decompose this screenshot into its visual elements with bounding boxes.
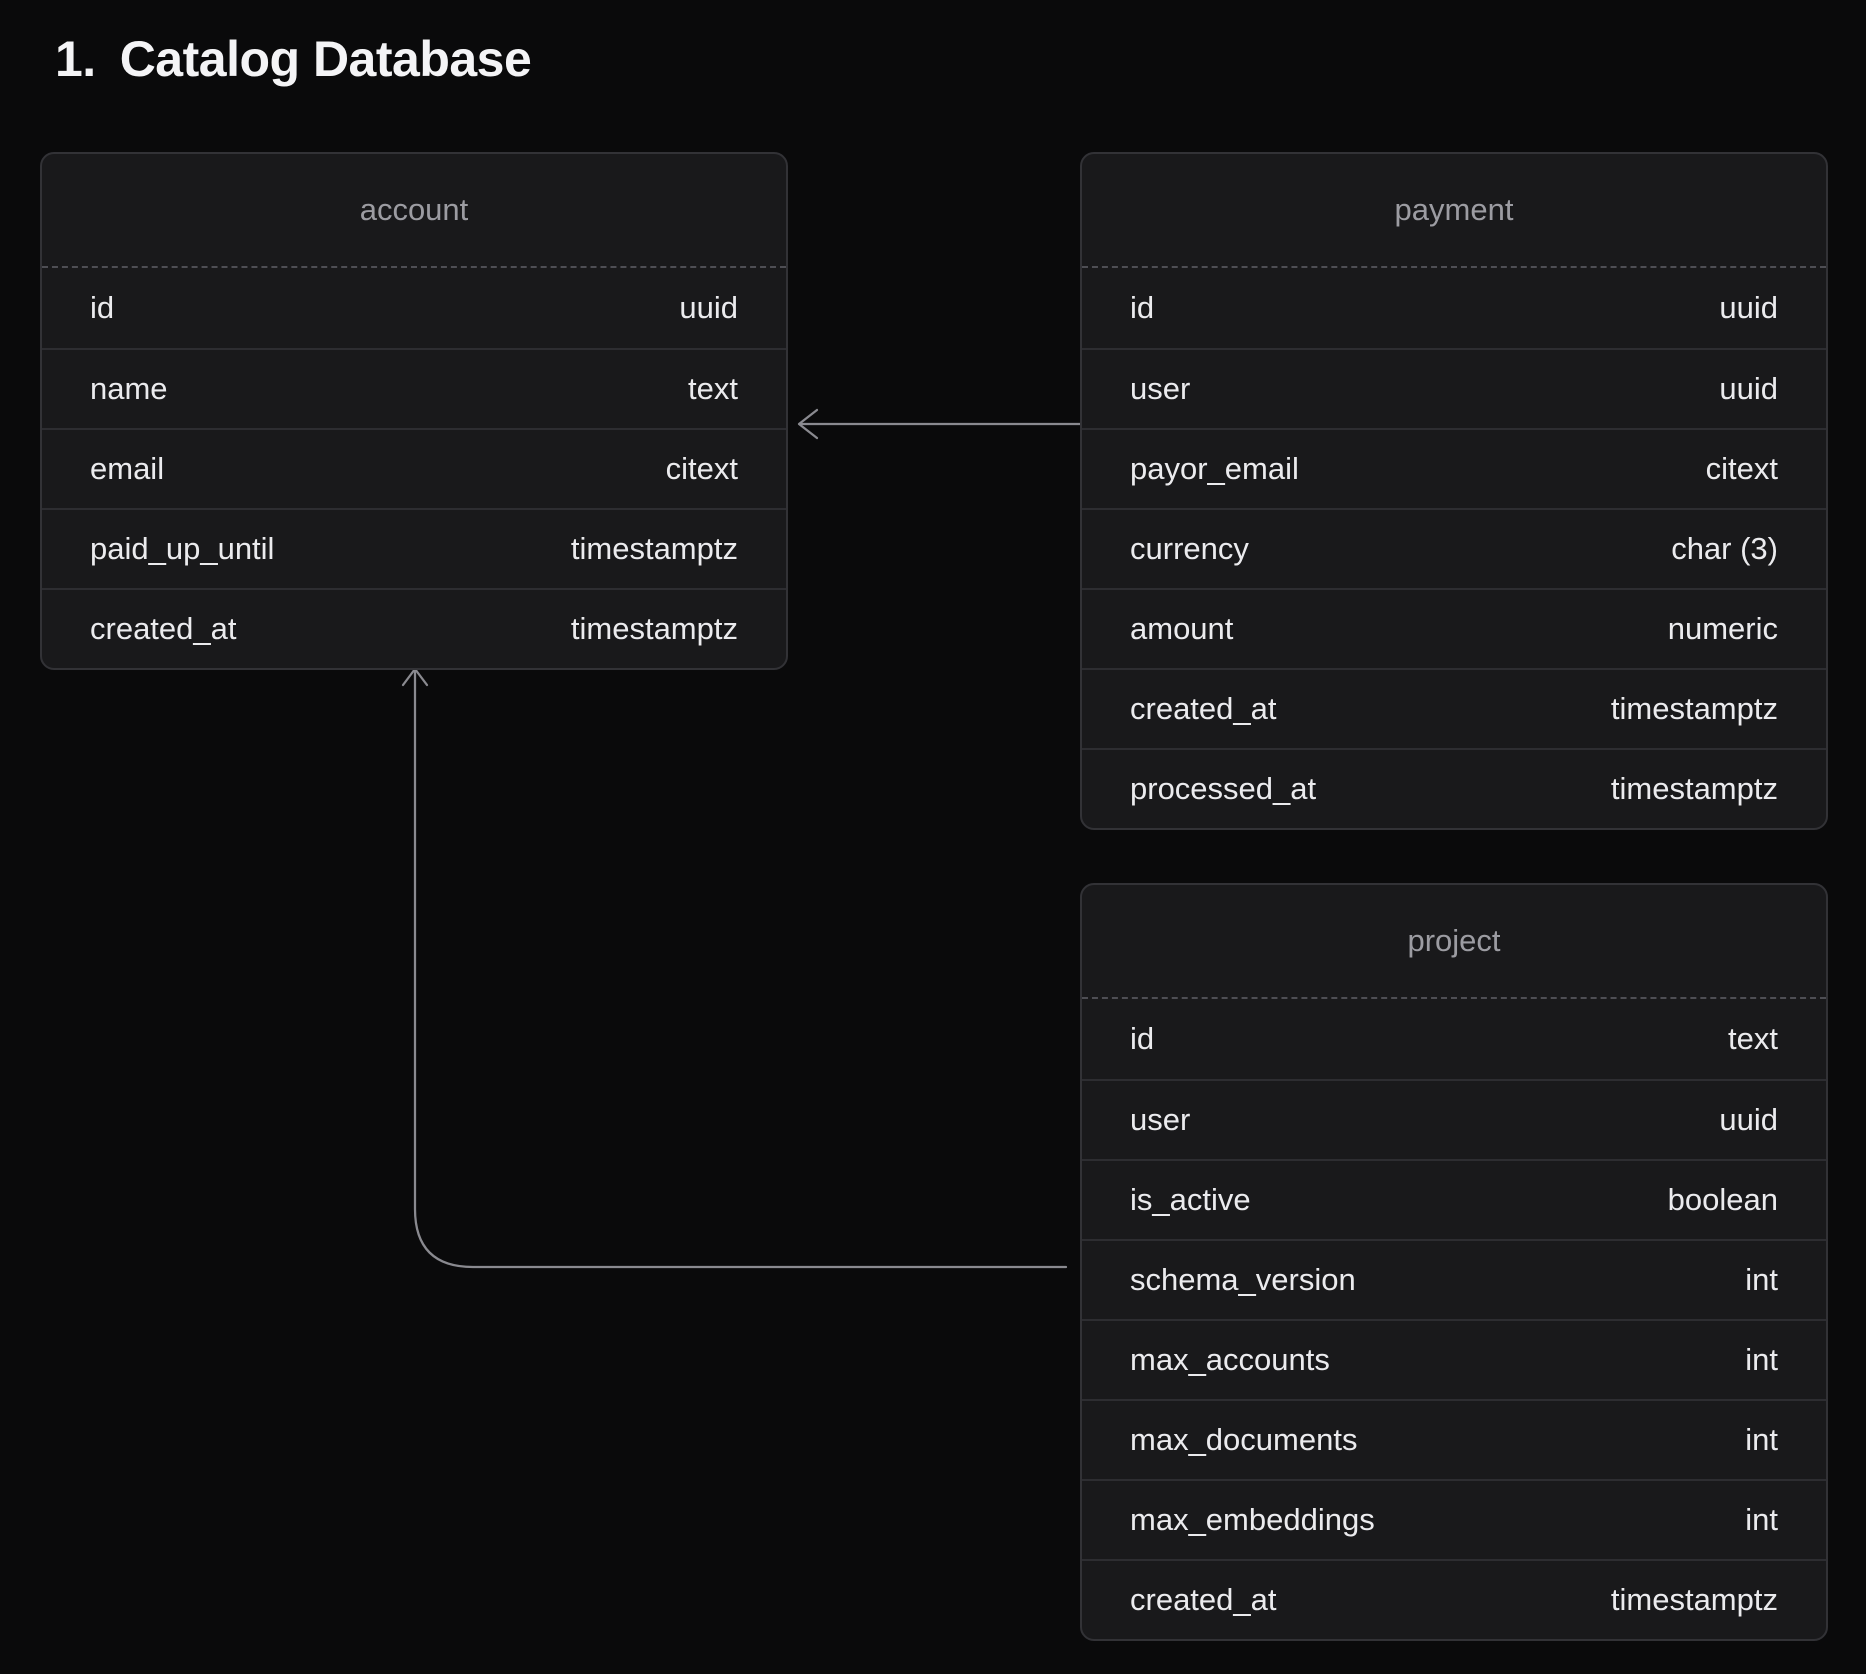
- column-name: id: [1130, 1021, 1155, 1056]
- column-type: timestamptz: [570, 531, 738, 566]
- column-name: created_at: [1130, 691, 1277, 726]
- connector-project-account: [401, 667, 1068, 1269]
- table-account[interactable]: account id uuid name text email citext paid_up_…: [40, 152, 788, 670]
- table-row: max_accounts int: [1082, 1319, 1826, 1399]
- column-type: uuid: [1719, 1102, 1778, 1137]
- column-name: paid_up_until: [90, 531, 275, 566]
- column-type: uuid: [679, 290, 738, 325]
- column-type: text: [1728, 1021, 1778, 1056]
- column-name: payor_email: [1130, 451, 1299, 486]
- table-row: id text: [1082, 999, 1826, 1079]
- table-project[interactable]: project id text user uuid is_active boolean sch…: [1080, 883, 1828, 1641]
- column-name: user: [1130, 1102, 1191, 1137]
- page-title: 1. Catalog Database: [55, 30, 532, 88]
- table-row: max_documents int: [1082, 1399, 1826, 1479]
- column-type: int: [1745, 1262, 1778, 1297]
- table-row: user uuid: [1082, 348, 1826, 428]
- table-row: currency char (3): [1082, 508, 1826, 588]
- table-row: payor_email citext: [1082, 428, 1826, 508]
- column-name: amount: [1130, 611, 1234, 646]
- column-name: created_at: [1130, 1582, 1277, 1617]
- column-name: created_at: [90, 611, 237, 646]
- column-name: max_documents: [1130, 1422, 1358, 1457]
- column-name: user: [1130, 371, 1191, 406]
- column-type: char (3): [1671, 531, 1778, 566]
- column-name: id: [1130, 290, 1155, 325]
- column-type: timestamptz: [1610, 691, 1778, 726]
- table-row: created_at timestamptz: [1082, 668, 1826, 748]
- column-type: timestamptz: [570, 611, 738, 646]
- column-type: uuid: [1719, 290, 1778, 325]
- column-type: timestamptz: [1610, 1582, 1778, 1617]
- table-row: paid_up_until timestamptz: [42, 508, 786, 588]
- table-row: created_at timestamptz: [42, 588, 786, 668]
- table-row: id uuid: [1082, 268, 1826, 348]
- column-type: int: [1745, 1342, 1778, 1377]
- table-row: created_at timestamptz: [1082, 1559, 1826, 1639]
- column-type: timestamptz: [1610, 771, 1778, 806]
- column-name: max_embeddings: [1130, 1502, 1375, 1537]
- column-type: int: [1745, 1422, 1778, 1457]
- column-type: uuid: [1719, 371, 1778, 406]
- column-type: citext: [665, 451, 738, 486]
- table-row: email citext: [42, 428, 786, 508]
- table-title: payment: [1082, 154, 1826, 268]
- column-name: max_accounts: [1130, 1342, 1330, 1377]
- column-type: int: [1745, 1502, 1778, 1537]
- column-type: boolean: [1667, 1182, 1778, 1217]
- column-name: schema_version: [1130, 1262, 1356, 1297]
- arrowhead-left-icon: [797, 408, 819, 440]
- table-row: schema_version int: [1082, 1239, 1826, 1319]
- table-row: user uuid: [1082, 1079, 1826, 1159]
- column-name: name: [90, 371, 168, 406]
- table-row: id uuid: [42, 268, 786, 348]
- column-name: processed_at: [1130, 771, 1317, 806]
- table-title: account: [42, 154, 786, 268]
- table-payment[interactable]: payment id uuid user uuid payor_email citext cu…: [1080, 152, 1828, 830]
- column-type: citext: [1705, 451, 1778, 486]
- page-title-text: Catalog Database: [119, 31, 532, 87]
- column-type: text: [688, 371, 738, 406]
- column-name: email: [90, 451, 165, 486]
- column-name: id: [90, 290, 115, 325]
- column-type: numeric: [1667, 611, 1778, 646]
- table-title: project: [1082, 885, 1826, 999]
- page-title-number: 1.: [55, 31, 96, 87]
- column-name: is_active: [1130, 1182, 1251, 1217]
- connector-payment-account: [797, 408, 1082, 440]
- table-row: is_active boolean: [1082, 1159, 1826, 1239]
- table-row: max_embeddings int: [1082, 1479, 1826, 1559]
- table-row: name text: [42, 348, 786, 428]
- table-row: amount numeric: [1082, 588, 1826, 668]
- table-row: processed_at timestamptz: [1082, 748, 1826, 828]
- column-name: currency: [1130, 531, 1249, 566]
